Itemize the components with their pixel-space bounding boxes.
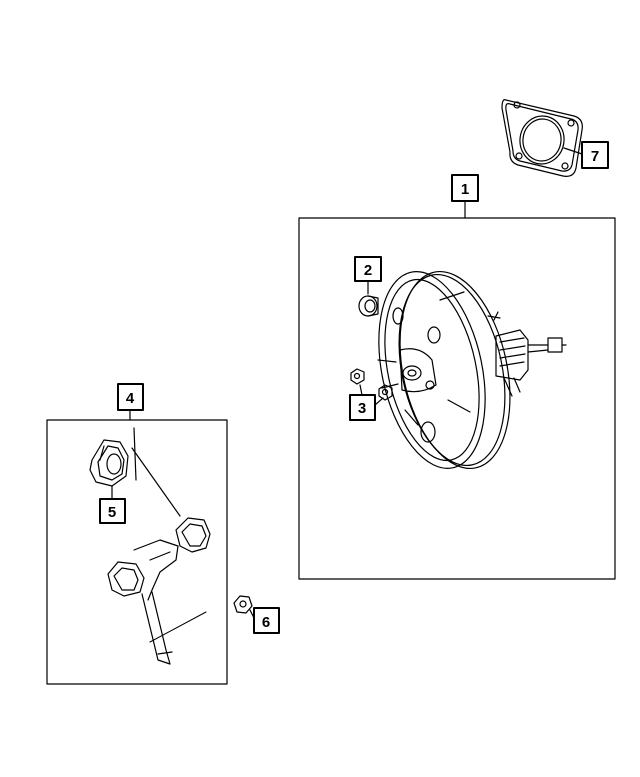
callout-label-3: 3 (358, 400, 366, 417)
callout-2: 2 (354, 256, 382, 295)
callout-6: 6 (249, 607, 280, 634)
callout-1: 1 (451, 174, 479, 219)
callout-label-1: 1 (461, 181, 469, 198)
callout-label-2: 2 (364, 262, 372, 279)
brake-booster (377, 270, 567, 470)
nut-part-6 (233, 595, 253, 614)
clip-part-5 (89, 439, 129, 487)
bracket-part-4 (89, 427, 211, 665)
bracket-assembly-frame (46, 419, 228, 685)
callout-7: 7 (581, 141, 609, 169)
nuts-part-3 (350, 368, 393, 401)
gasket-part-7 (501, 99, 583, 177)
callout-4: 4 (117, 383, 144, 421)
callout-label-7: 7 (591, 148, 599, 165)
callout-3: 3 (349, 384, 384, 421)
booster-assembly-frame (298, 217, 616, 580)
callout-label-5: 5 (108, 504, 116, 521)
callout-label-6: 6 (262, 614, 270, 631)
callout-label-4: 4 (126, 390, 135, 407)
callout-5: 5 (99, 485, 126, 524)
grommet-part-2 (358, 295, 379, 317)
